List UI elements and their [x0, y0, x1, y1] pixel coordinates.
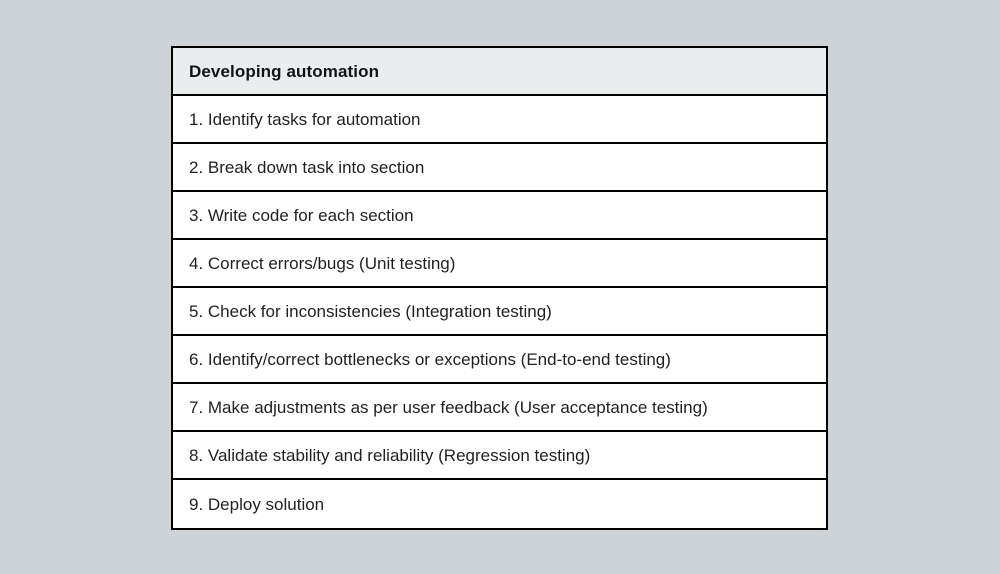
table-row: 9. Deploy solution: [173, 480, 826, 528]
developing-automation-table: Developing automation 1. Identify tasks …: [171, 46, 828, 530]
table-row: 3. Write code for each section: [173, 192, 826, 240]
table-row: 6. Identify/correct bottlenecks or excep…: [173, 336, 826, 384]
page-title: Developing automation: [189, 61, 380, 81]
table-row-label: 2. Break down task into section: [189, 157, 425, 177]
table-row: 4. Correct errors/bugs (Unit testing): [173, 240, 826, 288]
table-row-label: 4. Correct errors/bugs (Unit testing): [189, 253, 456, 273]
table-row: 8. Validate stability and reliability (R…: [173, 432, 826, 480]
table-row-label: 9. Deploy solution: [189, 494, 325, 514]
table-row-label: 1. Identify tasks for automation: [189, 109, 421, 129]
table-body: 1. Identify tasks for automation 2. Brea…: [173, 96, 826, 528]
table-row: 7. Make adjustments as per user feedback…: [173, 384, 826, 432]
table-row-label: 5. Check for inconsistencies (Integratio…: [189, 301, 552, 321]
table-row: 5. Check for inconsistencies (Integratio…: [173, 288, 826, 336]
table-row-label: 6. Identify/correct bottlenecks or excep…: [189, 349, 671, 369]
table-row: 1. Identify tasks for automation: [173, 96, 826, 144]
table-row-label: 3. Write code for each section: [189, 205, 414, 225]
table-row-label: 7. Make adjustments as per user feedback…: [189, 397, 708, 417]
table-row: 2. Break down task into section: [173, 144, 826, 192]
table-row-label: 8. Validate stability and reliability (R…: [189, 445, 591, 465]
table-header: Developing automation: [173, 48, 826, 96]
